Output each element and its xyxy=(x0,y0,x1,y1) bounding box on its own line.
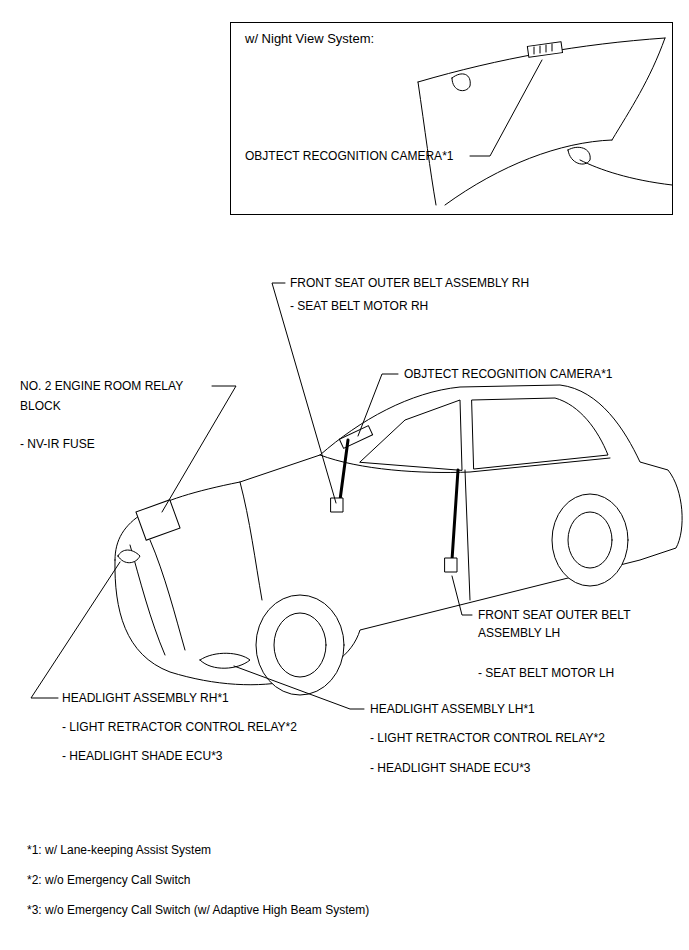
part-label: OBJTECT RECOGNITION CAMERA*1 xyxy=(245,148,453,164)
part-label: - NV-IR FUSE xyxy=(20,436,95,452)
wheel xyxy=(256,595,344,695)
grille xyxy=(150,540,185,650)
a-pillar xyxy=(612,38,665,140)
belt-motor xyxy=(445,558,457,572)
part-label: - SEAT BELT MOTOR LH xyxy=(478,665,614,681)
hood-edge xyxy=(580,160,672,185)
car-body xyxy=(115,385,682,685)
part-label: - HEADLIGHT SHADE ECU*3 xyxy=(62,748,222,764)
part-label: HEADLIGHT ASSEMBLY LH*1 xyxy=(370,701,535,717)
headlight xyxy=(118,550,140,563)
footnote: *1: w/ Lane-keeping Assist System xyxy=(27,842,211,858)
wheel xyxy=(552,494,628,586)
seat-belt xyxy=(452,470,458,560)
camera xyxy=(527,42,562,58)
part-label: - LIGHT RETRACTOR CONTROL RELAY*2 xyxy=(370,730,605,746)
footnote: *3: w/o Emergency Call Switch (w/ Adapti… xyxy=(27,902,369,918)
leader-line xyxy=(162,386,236,512)
headlight xyxy=(200,653,250,668)
leader-line xyxy=(31,562,120,698)
inset-box: w/ Night View System: OBJTECT RECOGNITION… xyxy=(230,22,673,215)
door-line xyxy=(465,470,470,600)
windshield-base xyxy=(445,140,612,205)
camera xyxy=(339,426,372,449)
part-label: NO. 2 ENGINE ROOM RELAY BLOCK xyxy=(20,376,210,416)
leader-line xyxy=(470,60,542,156)
rear-window xyxy=(472,398,608,469)
seat-belt xyxy=(340,440,348,500)
leader-line xyxy=(452,576,472,615)
rim xyxy=(568,512,612,568)
front-window xyxy=(360,400,462,470)
hood-line xyxy=(240,482,262,600)
part-label: - LIGHT RETRACTOR CONTROL RELAY*2 xyxy=(62,719,297,735)
a-pillar xyxy=(418,82,436,205)
leader-line xyxy=(234,666,364,709)
part-label: OBJTECT RECOGNITION CAMERA*1 xyxy=(404,366,612,382)
mirror xyxy=(568,147,590,164)
part-label: - HEADLIGHT SHADE ECU*3 xyxy=(370,760,530,776)
part-label: - SEAT BELT MOTOR RH xyxy=(290,298,428,314)
part-label: FRONT SEAT OUTER BELT ASSEMBLY RH xyxy=(290,275,529,291)
part-label: FRONT SEAT OUTER BELT ASSEMBLY LH xyxy=(478,606,663,642)
part-label: HEADLIGHT ASSEMBLY RH*1 xyxy=(62,690,229,706)
leader-line xyxy=(272,283,336,503)
footnote: *2: w/o Emergency Call Switch xyxy=(27,872,190,888)
relay-block xyxy=(136,500,180,541)
leader-line xyxy=(358,374,398,436)
belt-motor xyxy=(331,498,343,512)
inset-title: w/ Night View System: xyxy=(245,31,374,47)
mirror xyxy=(452,74,470,91)
rim xyxy=(274,613,326,677)
